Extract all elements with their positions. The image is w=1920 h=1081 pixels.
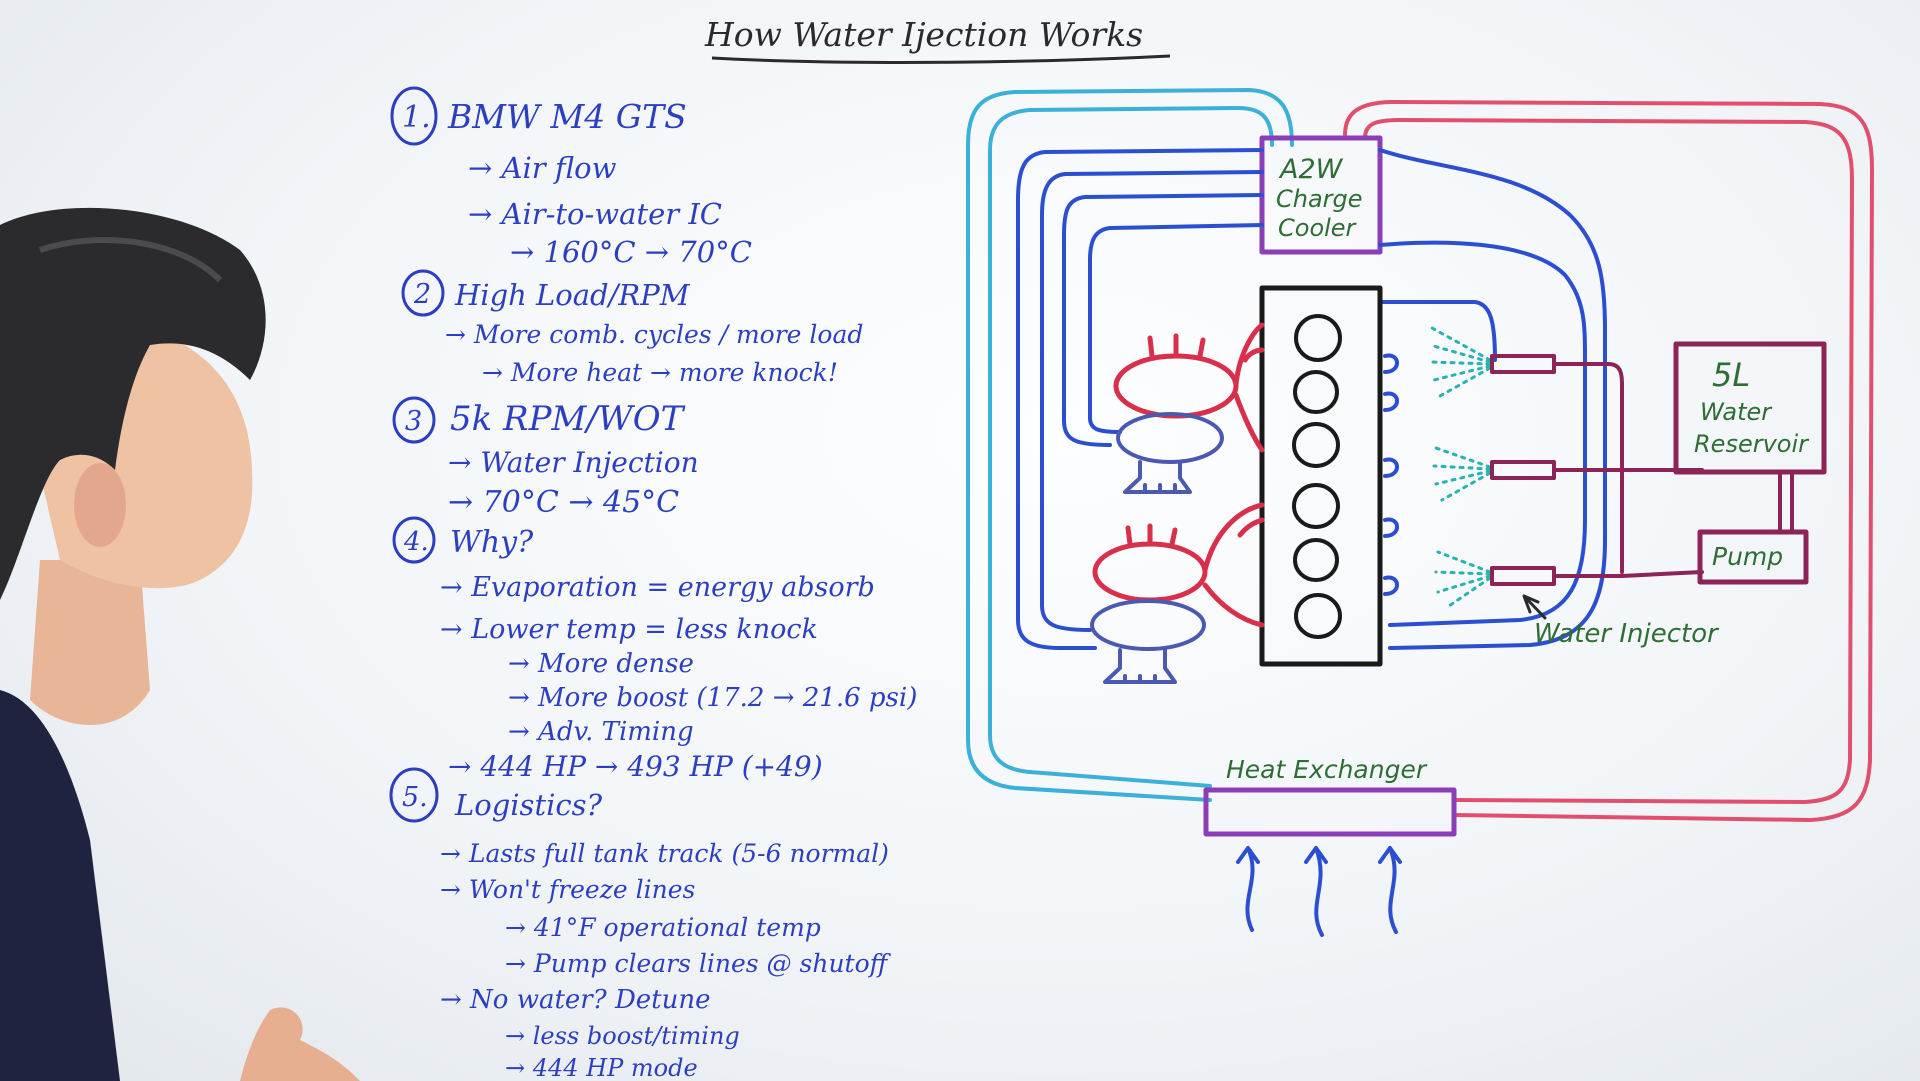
engine-cylinders — [1292, 314, 1342, 639]
reservoir-label-1: 5L — [1712, 356, 1750, 394]
heat-exchanger-label: Heat Exchanger — [1226, 755, 1428, 784]
water-injector-1 — [1490, 354, 1556, 374]
section-5-line-1: → Lasts full tank track (5-6 normal) — [440, 839, 889, 868]
section-4-heading: Why? — [450, 525, 534, 560]
section-5-circle — [389, 767, 439, 823]
water-injector-2 — [1490, 460, 1556, 480]
turbochargers — [1092, 322, 1265, 628]
blue-intake-pipe-2 — [1040, 170, 1264, 632]
cylinder-4 — [1292, 483, 1340, 529]
presenter-neck — [30, 560, 150, 725]
reservoir-label-2: Water — [1700, 398, 1773, 426]
compressor-housings — [1090, 412, 1224, 684]
airflow-arrows — [1236, 846, 1402, 937]
pump-box — [1697, 529, 1809, 585]
cyan-coolant-loop-outer — [966, 88, 1294, 802]
section-1-number: 1. — [402, 100, 431, 135]
section-2-line-2: → More heat → more knock! — [482, 358, 838, 387]
presenter-shirt — [0, 690, 120, 1081]
water-reservoir-box — [1673, 341, 1827, 475]
intake-ports — [1383, 353, 1399, 596]
section-4-line-6: → 444 HP → 493 HP (+49) — [448, 750, 823, 783]
section-3-line-1: → Water Injection — [448, 446, 699, 479]
section-3-line-2: → 70°C → 45°C — [448, 485, 679, 520]
section-4-line-1: → Evaporation = energy absorb — [440, 572, 875, 603]
a2w-cooler-label-1: A2W — [1278, 154, 1344, 185]
water-injector-3 — [1490, 566, 1556, 586]
blue-charge-pipe-2 — [1378, 240, 1587, 627]
section-2-circle — [401, 269, 445, 317]
presenter — [0, 207, 360, 1081]
pink-coolant-loop-outer — [1343, 100, 1874, 822]
a2w-cooler-label-3: Cooler — [1278, 214, 1358, 242]
section-5-line-3: → 41°F operational temp — [505, 913, 821, 942]
section-2-number: 2 — [413, 279, 431, 310]
blue-charge-pipe-3 — [1378, 300, 1497, 362]
section-4-line-3: → More dense — [508, 649, 694, 679]
section-1-line-1: → Air flow — [468, 151, 617, 185]
section-5-line-5: → No water? Detune — [440, 985, 711, 1015]
presenter-hand — [240, 1007, 360, 1081]
pink-coolant-loop-inner — [1363, 118, 1854, 804]
cyan-coolant-loop-inner — [988, 106, 1274, 788]
cylinder-2 — [1293, 370, 1339, 414]
section-5-number: 5. — [402, 782, 428, 813]
blue-intake-pipe-4 — [1088, 223, 1264, 434]
reservoir-to-pump-line — [1778, 470, 1794, 534]
blue-intake-pipe-1 — [1016, 148, 1264, 650]
section-4-circle — [392, 516, 436, 564]
notes: 1. BMW M4 GTS → Air flow → Air-to-water … — [389, 86, 917, 1081]
section-5-line-7: → 444 HP mode — [505, 1054, 698, 1081]
presenter-ear — [74, 463, 126, 547]
water-injectors — [1490, 354, 1704, 586]
heat-exchanger-box — [1203, 787, 1457, 837]
section-4-number: 4. — [403, 527, 429, 557]
section-3-heading: 5k RPM/WOT — [450, 399, 686, 439]
section-5-line-4: → Pump clears lines @ shutoff — [505, 949, 892, 978]
reservoir-label-3: Reservoir — [1694, 430, 1810, 458]
cylinder-3 — [1292, 422, 1340, 468]
section-1-circle — [390, 86, 438, 146]
section-5-line-6: → less boost/timing — [505, 1022, 740, 1050]
cylinder-1 — [1294, 314, 1342, 362]
section-5-heading: Logistics? — [454, 788, 602, 822]
turbo-upper — [1113, 353, 1239, 419]
section-4-line-2: → Lower temp = less knock — [440, 614, 818, 645]
title-underline — [711, 54, 1171, 64]
a2w-cooler-label-2: Charge — [1276, 185, 1363, 213]
water-injector-arrow — [1522, 594, 1547, 620]
section-5-line-2: → Won't freeze lines — [440, 875, 695, 904]
water-injector-label: Water Injector — [1534, 619, 1720, 649]
blue-charge-pipe-1 — [1378, 148, 1607, 650]
section-1-line-3: → 160°C → 70°C — [510, 235, 752, 269]
diagram: A2W Charge Cooler — [966, 88, 1874, 937]
cylinder-5 — [1293, 538, 1339, 582]
section-1-line-2: → Air-to-water IC — [468, 197, 722, 231]
section-2-line-1: → More comb. cycles / more load — [445, 320, 863, 349]
engine-block — [1259, 285, 1383, 667]
section-3-circle — [392, 396, 436, 444]
presenter-hair — [0, 207, 266, 600]
turbo-lower — [1092, 541, 1208, 603]
section-4-line-5: → Adv. Timing — [508, 717, 694, 747]
water-spray — [1428, 326, 1492, 610]
section-2-heading: High Load/RPM — [454, 278, 691, 312]
cylinder-6 — [1294, 593, 1342, 639]
section-4-line-4: → More boost (17.2 → 21.6 psi) — [508, 683, 917, 713]
section-3-number: 3 — [405, 406, 422, 437]
blue-intake-pipe-3 — [1062, 193, 1264, 447]
section-1-heading: BMW M4 GTS — [447, 97, 687, 136]
board-title: How Water Ijection Works — [704, 15, 1143, 54]
pump-label: Pump — [1712, 542, 1783, 571]
